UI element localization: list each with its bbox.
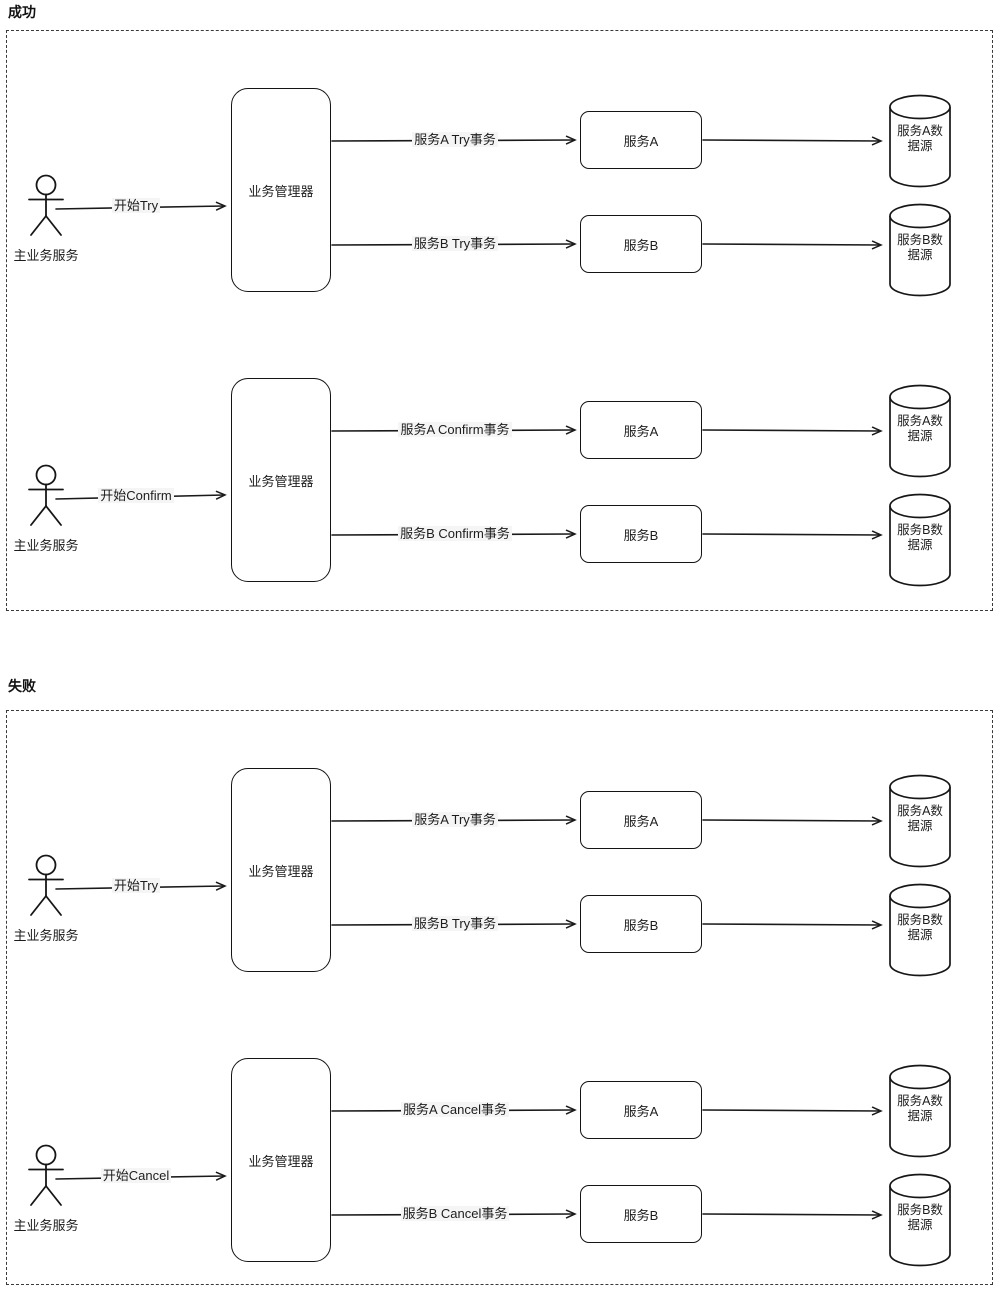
database-icon [889,1064,951,1158]
branch-arrow-label: 服务A Try事务 [412,132,498,147]
manager-label: 业务管理器 [248,863,314,879]
manager-label: 业务管理器 [248,183,314,199]
actor-icon [28,174,64,236]
database-icon [889,203,951,297]
branch-arrow-label: 服务A Confirm事务 [398,422,512,437]
branch-arrow-label: 服务B Confirm事务 [398,526,512,541]
datasource-cylinder: 服务B数据源 [888,1172,952,1268]
branch-arrow-label: 服务A Cancel事务 [400,1102,510,1117]
datasource-label: 服务A数据源 [897,124,943,153]
branch-arrow-label: 服务B Cancel事务 [400,1206,510,1221]
datasource-cylinder: 服务A数据源 [888,773,952,869]
service-label: 服务A [623,133,659,149]
datasource-label: 服务B数据源 [897,1203,943,1232]
datasource-cylinder: 服务B数据源 [888,882,952,978]
flow-failure-cancel: 主业务服务 开始Cancel 业务管理器 服务A Cancel事务 服务A 服务… [0,1058,1001,1270]
service-label: 服务A [623,1103,659,1119]
database-icon [889,94,951,188]
flow-success-try: 主业务服务 开始Try 业务管理器 服务A Try事务 服务A 服务A数据源 服… [0,88,1001,300]
service-box: 服务B [580,1185,702,1243]
service-box: 服务B [580,895,702,953]
branch-arrow-label: 服务B Try事务 [411,916,499,931]
datasource-label: 服务B数据源 [897,913,943,942]
datasource-cylinder: 服务A数据源 [888,383,952,479]
datasource-label: 服务A数据源 [897,414,943,443]
service-box: 服务B [580,505,702,563]
actor-label: 主业务服务 [13,1218,79,1233]
start-arrow-label: 开始Try [111,878,161,893]
datasource-cylinder: 服务A数据源 [888,93,952,189]
manager-box: 业务管理器 [231,88,331,292]
database-icon [889,384,951,478]
success-group-border [6,30,993,611]
manager-box: 业务管理器 [231,1058,331,1262]
datasource-cylinder: 服务B数据源 [888,492,952,588]
datasource-cylinder: 服务B数据源 [888,202,952,298]
manager-box: 业务管理器 [231,378,331,582]
manager-box: 业务管理器 [231,768,331,972]
service-label: 服务B [623,917,659,933]
service-box: 服务A [580,111,702,169]
failure-group-border [6,710,993,1285]
database-icon [889,883,951,977]
branch-arrow-label: 服务A Try事务 [412,812,498,827]
service-box: 服务A [580,791,702,849]
actor-icon [28,1144,64,1206]
database-icon [889,774,951,868]
manager-label: 业务管理器 [248,1153,314,1169]
manager-label: 业务管理器 [248,473,314,489]
datasource-cylinder: 服务A数据源 [888,1063,952,1159]
actor-label: 主业务服务 [13,538,79,553]
section-title-failure: 失败 [8,678,36,694]
flow-success-confirm: 主业务服务 开始Confirm 业务管理器 服务A Confirm事务 服务A … [0,378,1001,590]
database-icon [889,1173,951,1267]
database-icon [889,493,951,587]
start-arrow-label: 开始Try [111,198,161,213]
service-box: 服务A [580,401,702,459]
datasource-label: 服务A数据源 [897,804,943,833]
service-label: 服务B [623,527,659,543]
start-arrow-label: 开始Cancel [100,1168,172,1183]
datasource-label: 服务A数据源 [897,1094,943,1123]
service-box: 服务A [580,1081,702,1139]
start-arrow-label: 开始Confirm [98,488,174,503]
actor-label: 主业务服务 [13,248,79,263]
actor-icon [28,464,64,526]
datasource-label: 服务B数据源 [897,233,943,262]
section-title-success: 成功 [8,4,36,20]
service-label: 服务B [623,1207,659,1223]
actor-icon [28,854,64,916]
service-label: 服务A [623,423,659,439]
service-label: 服务B [623,237,659,253]
flow-failure-try: 主业务服务 开始Try 业务管理器 服务A Try事务 服务A 服务A数据源 服… [0,768,1001,980]
actor-label: 主业务服务 [13,928,79,943]
datasource-label: 服务B数据源 [897,523,943,552]
branch-arrow-label: 服务B Try事务 [411,236,499,251]
service-label: 服务A [623,813,659,829]
service-box: 服务B [580,215,702,273]
